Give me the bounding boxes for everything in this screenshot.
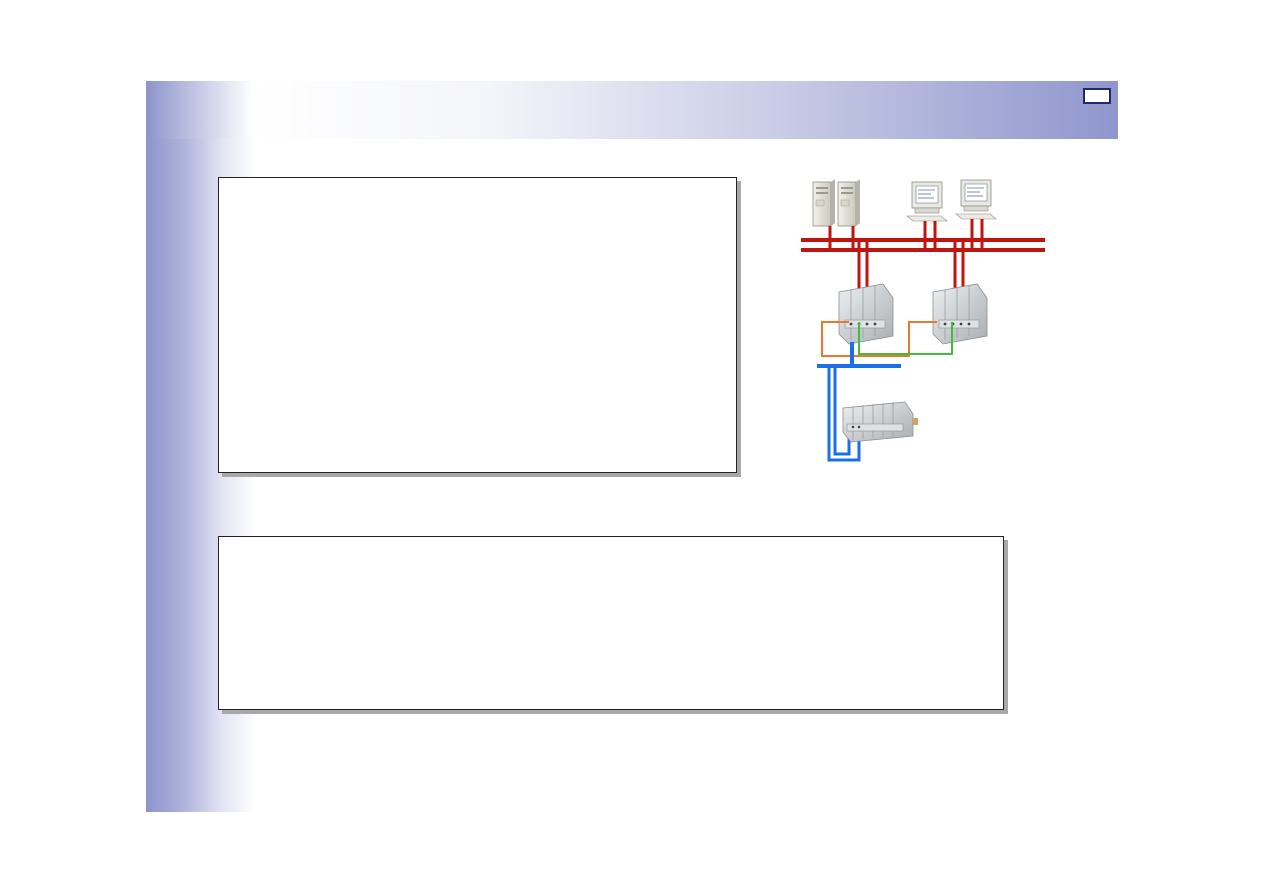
server-icon [812,179,835,227]
content-box-bottom [218,536,1004,710]
green-link [858,322,953,355]
workstation-icon [955,179,997,220]
controller-drops [857,240,965,292]
controller-icon [838,283,894,345]
title-gradient-band [146,81,1118,139]
content-box-top [218,177,737,473]
plant-bus [801,238,1045,252]
workstation-icon [906,181,948,222]
network-diagram [801,179,1045,462]
page-number-box [1083,88,1111,104]
fieldbus-cable [833,366,851,456]
fieldbus-cable [827,366,861,462]
slide [146,81,1118,812]
controller-icon [932,283,988,345]
orange-link [821,321,937,357]
server-icon [837,179,860,227]
io-module-icon [842,401,918,443]
